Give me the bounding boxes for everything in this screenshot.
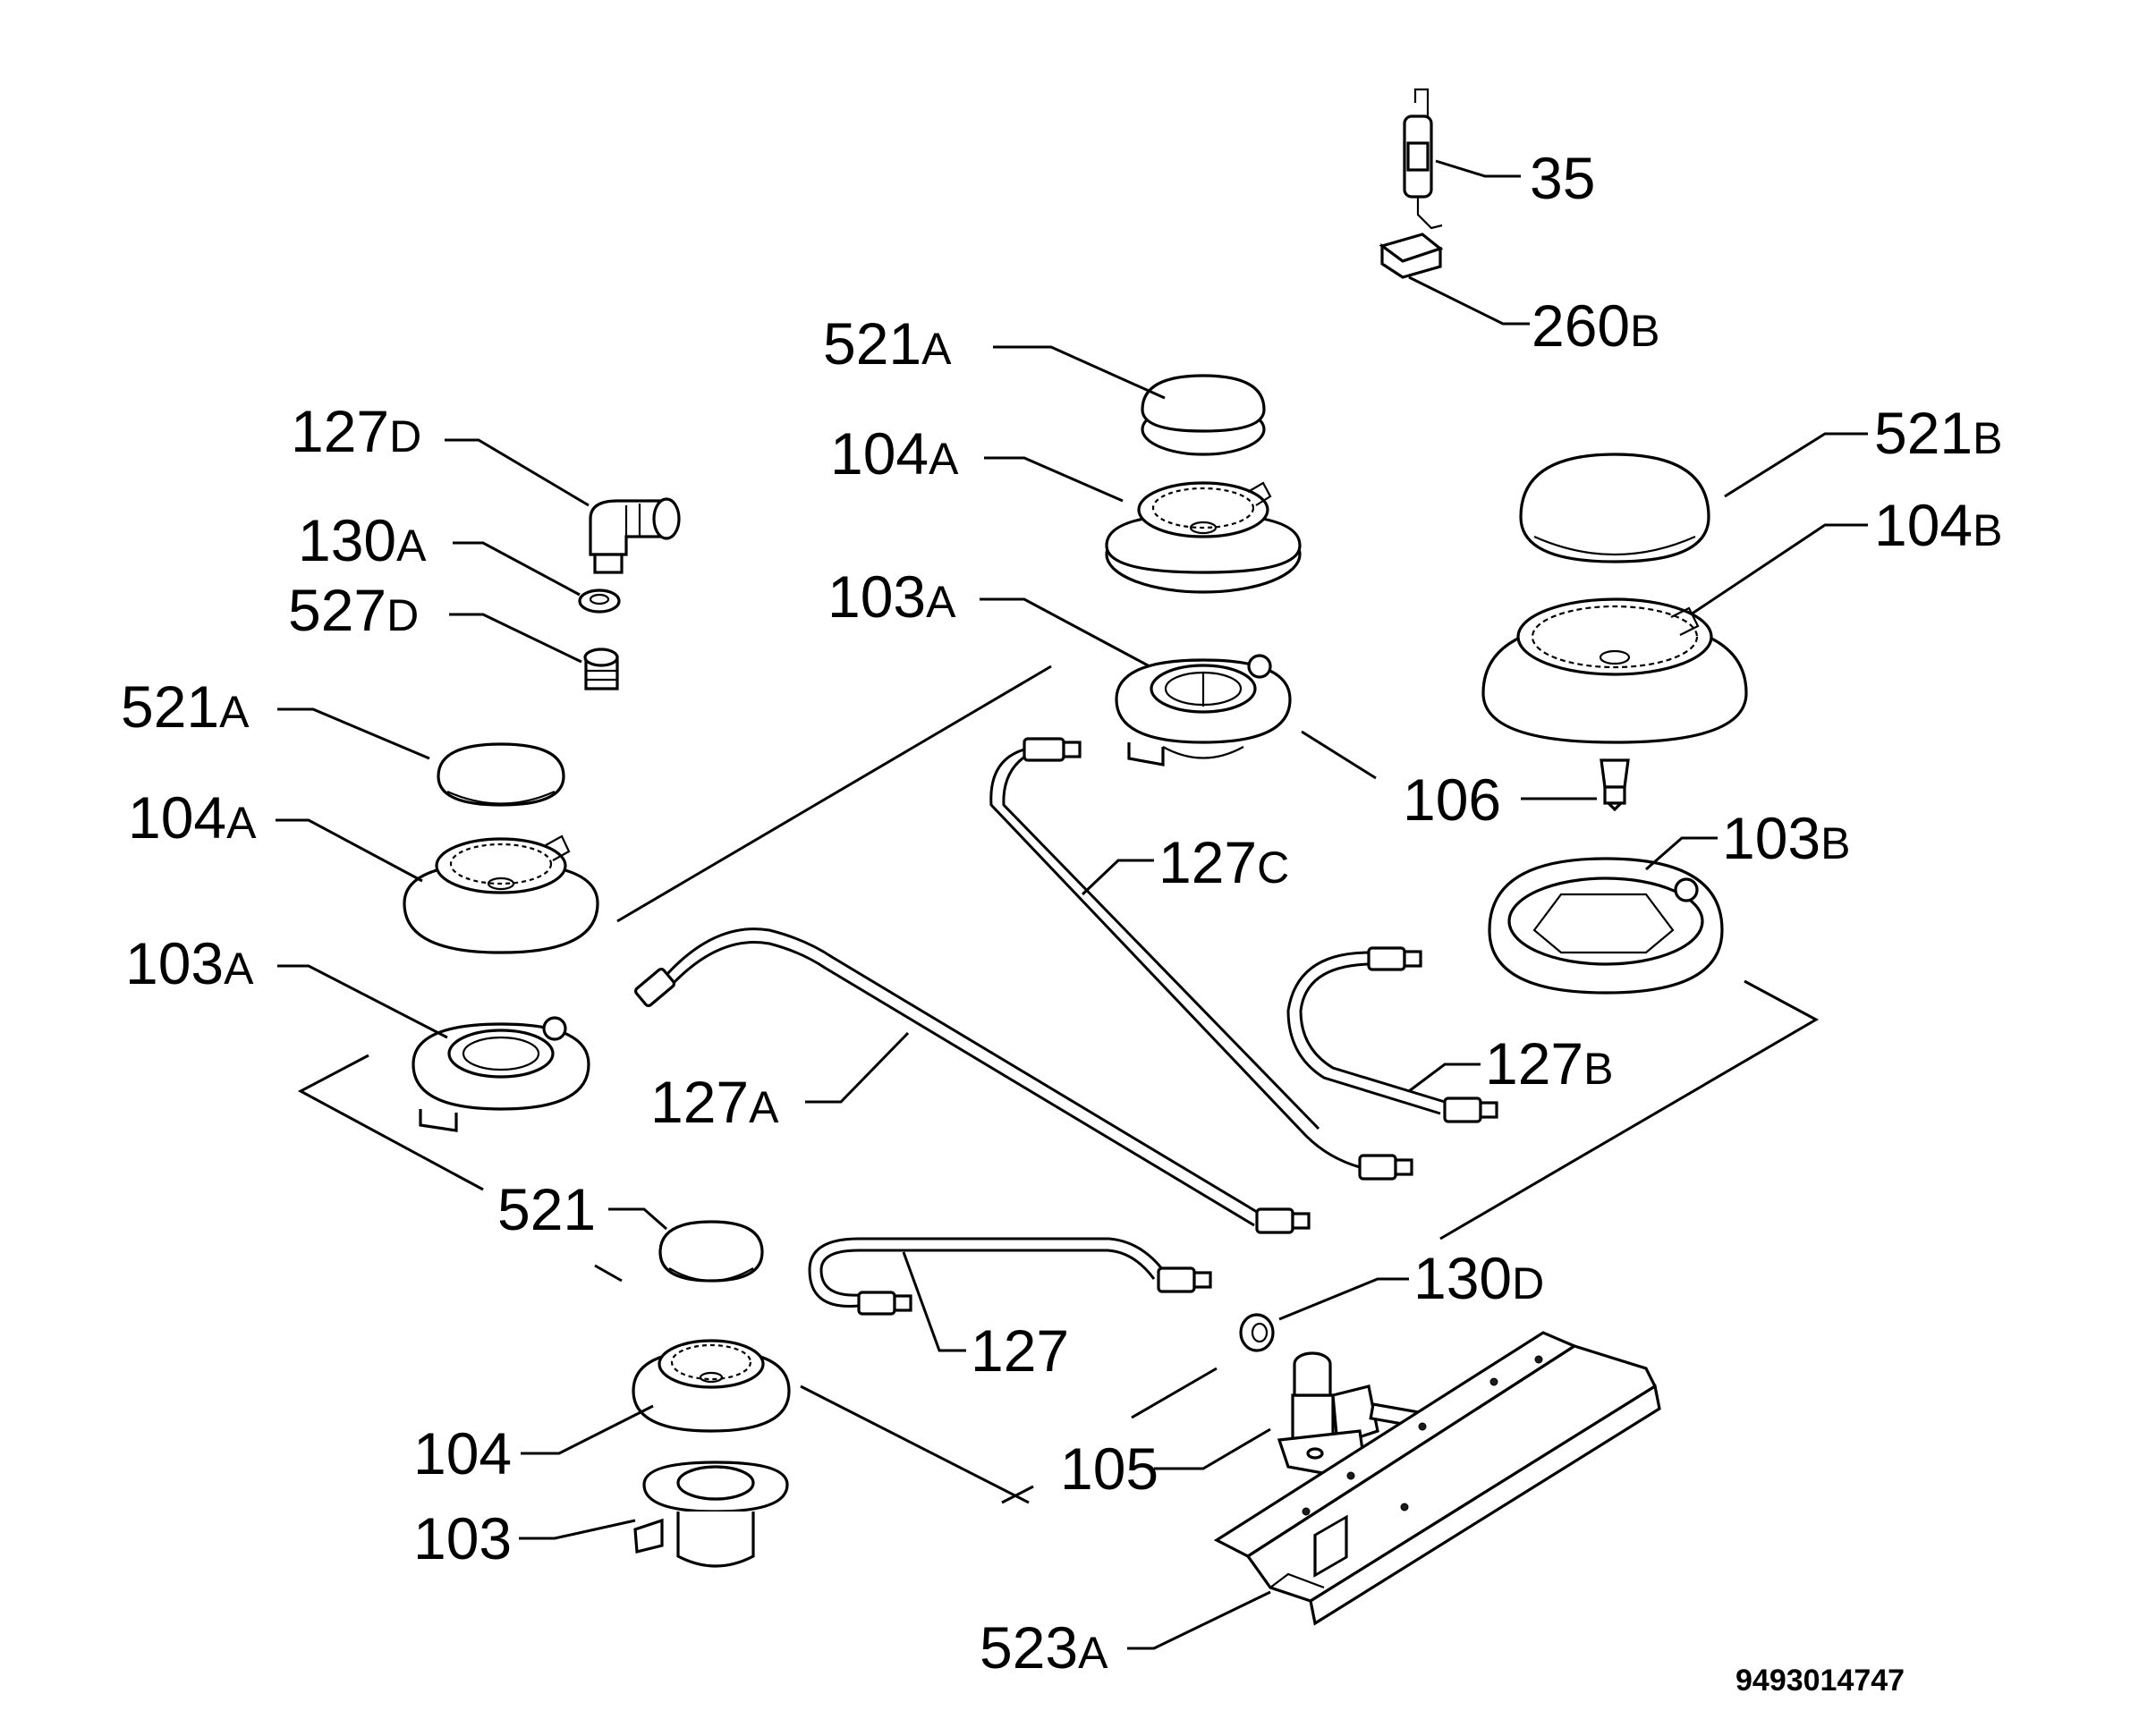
part-gas-pipe-a <box>634 927 1311 1234</box>
part-labels: 35 260B 521A 104A 103A 521B 104B 106 103… <box>121 145 2002 1681</box>
label-104a-center: 104A <box>830 420 959 487</box>
label-521: 521 <box>497 1176 596 1242</box>
label-103a-left: 103A <box>125 930 254 996</box>
leader-lines <box>276 159 1868 1650</box>
drawing-code: 9493014747 <box>1735 1664 1905 1698</box>
part-nut-fitting <box>583 648 619 690</box>
label-527d: 527D <box>288 577 419 643</box>
part-cap-small-bottom <box>658 1220 764 1283</box>
label-103a-center: 103A <box>827 563 956 630</box>
part-ignition-electrode <box>1403 88 1443 230</box>
label-103: 103 <box>413 1505 512 1571</box>
label-103b: 103B <box>1722 805 1850 871</box>
part-burner-crown-center <box>1105 481 1302 594</box>
label-105: 105 <box>1060 1435 1158 1502</box>
part-injector <box>1600 758 1630 812</box>
assembly-lines <box>297 665 1820 1504</box>
label-521a-center: 521A <box>823 310 952 377</box>
part-burner-base-center <box>1115 654 1292 766</box>
part-burner-base-large <box>1488 857 1724 995</box>
part-electrode-clip <box>1379 233 1444 279</box>
label-127c: 127C <box>1158 829 1289 895</box>
part-gas-pipe-c <box>989 737 1413 1181</box>
label-127b: 127B <box>1485 1030 1613 1097</box>
label-521a-left: 521A <box>121 673 250 740</box>
label-106: 106 <box>1403 766 1501 833</box>
part-burner-base-left <box>412 1016 590 1132</box>
label-130d: 130D <box>1413 1245 1544 1311</box>
part-washer-small <box>1239 1313 1275 1352</box>
part-burner-crown-left <box>403 834 599 954</box>
part-gas-manifold-rail <box>1213 1331 1661 1626</box>
part-gas-pipe <box>808 1237 1212 1316</box>
part-washer-top <box>578 589 621 614</box>
part-burner-crown-large <box>1481 597 1748 744</box>
part-burner-crown-bottom <box>632 1339 791 1433</box>
part-cap-small-center <box>1141 374 1266 456</box>
label-127: 127 <box>971 1317 1069 1384</box>
label-521b: 521B <box>1874 400 2002 466</box>
label-127a: 127A <box>650 1069 779 1135</box>
part-cap-small-left <box>437 742 565 807</box>
part-cap-large <box>1519 453 1710 563</box>
part-gas-pipe-b <box>1286 946 1498 1123</box>
label-104: 104 <box>413 1420 512 1486</box>
label-523a: 523A <box>980 1614 1108 1681</box>
label-104a-left: 104A <box>128 784 257 851</box>
part-elbow-fitting <box>589 497 681 574</box>
part-burner-base-bottom <box>633 1461 789 1568</box>
label-127d: 127D <box>291 398 421 464</box>
label-260b: 260B <box>1532 292 1659 359</box>
label-130a: 130A <box>298 507 427 573</box>
label-104b: 104B <box>1874 492 2002 558</box>
label-35: 35 <box>1530 145 1595 211</box>
